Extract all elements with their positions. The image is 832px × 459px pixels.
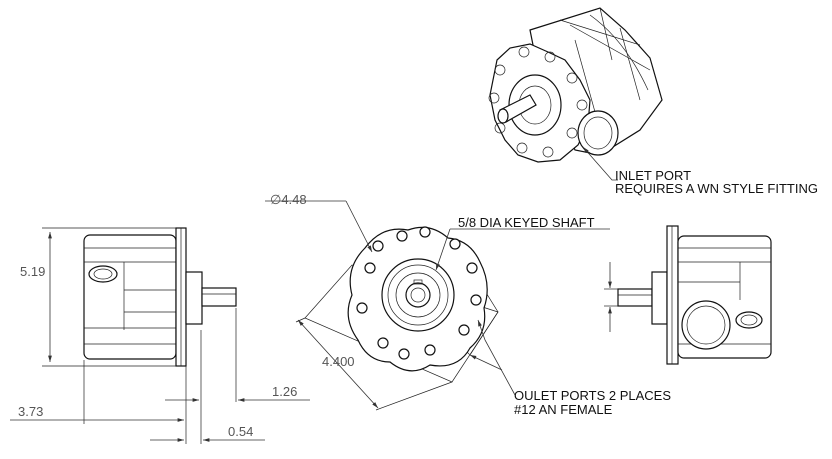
front-view bbox=[304, 226, 499, 383]
outlet-ports-note-line1: OULET PORTS 2 PLACES bbox=[514, 388, 671, 403]
left-side-view bbox=[83, 227, 237, 367]
front-view-dimension-lines bbox=[265, 200, 610, 411]
inlet-port-note-line2: REQUIRES A WN STYLE FITTING bbox=[615, 181, 818, 196]
shaft-length-dimension: 1.26 bbox=[272, 384, 297, 399]
inlet-port-note-line1: INLET PORT bbox=[615, 168, 691, 183]
outlet-ports-note-line2: #12 AN FEMALE bbox=[514, 402, 613, 417]
isometric-view bbox=[488, 7, 663, 163]
inlet-port-leader bbox=[582, 146, 618, 181]
overall-length-dimension: 3.73 bbox=[18, 404, 43, 419]
shaft-offset-dimension: 0.54 bbox=[228, 424, 253, 439]
shaft-note: 5/8 DIA KEYED SHAFT bbox=[458, 215, 595, 230]
right-side-view bbox=[617, 225, 772, 365]
right-view-dimension-lines bbox=[604, 262, 618, 332]
diameter-dimension: ∅4.48 bbox=[270, 192, 307, 207]
height-dimension: 5.19 bbox=[20, 264, 45, 279]
bolt-span-dimension: 4.400 bbox=[322, 354, 355, 369]
